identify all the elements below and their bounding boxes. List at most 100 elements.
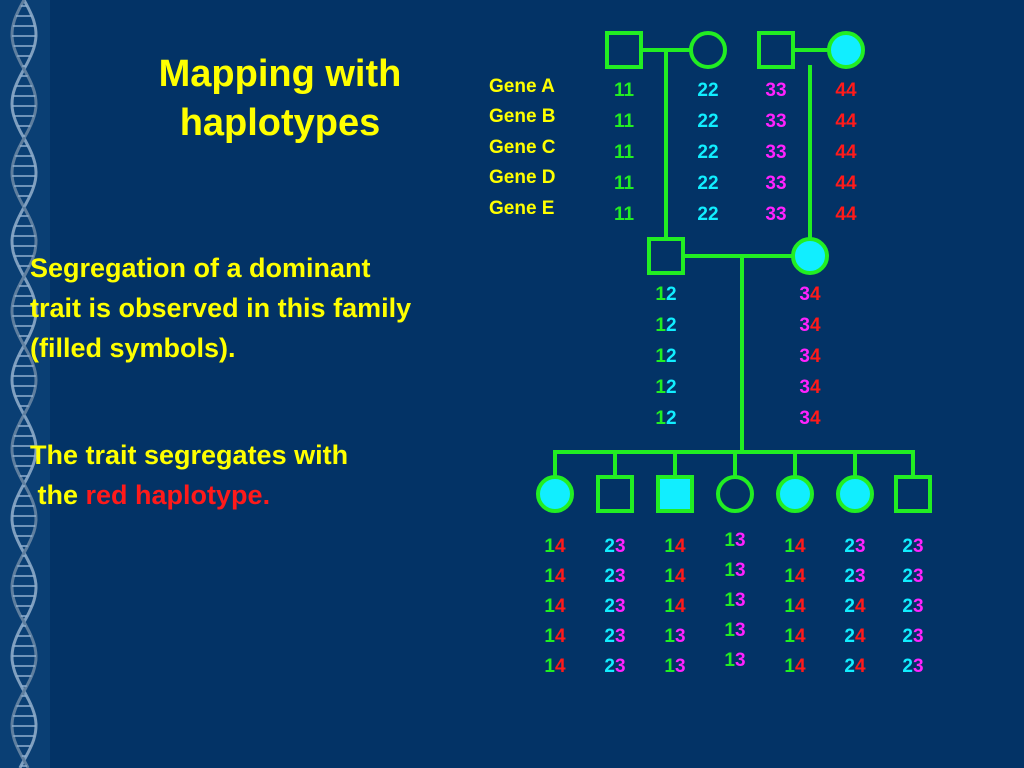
grandparent-2-allele-4: 22 xyxy=(697,204,718,225)
parent-2-allele-3: 34 xyxy=(799,377,821,398)
segregation-line-2: trait is observed in this family xyxy=(30,293,412,323)
child-3-allele-1: 14 xyxy=(664,566,686,587)
parent-1-allele-2: 12 xyxy=(655,346,676,367)
parent-1-male-symbol xyxy=(647,237,685,275)
grandparent-4-allele-4: 44 xyxy=(835,204,857,225)
parent-1-allele-0: 12 xyxy=(655,284,676,305)
child-4-allele-2: 13 xyxy=(724,590,745,611)
gene-label-b: Gene B xyxy=(489,106,556,127)
child-1-female-symbol xyxy=(536,475,574,513)
grandparent-1-allele-0: 11 xyxy=(614,80,635,101)
child-2-allele-4: 23 xyxy=(604,656,625,677)
grandparent-3-allele-4: 33 xyxy=(765,204,786,225)
child-6-allele-1: 23 xyxy=(844,566,865,587)
child-4-allele-3: 13 xyxy=(724,620,745,641)
child-5-allele-4: 14 xyxy=(784,656,806,677)
parent-2-allele-2: 34 xyxy=(799,346,821,367)
parent-2-female-symbol xyxy=(791,237,829,275)
child-5-allele-1: 14 xyxy=(784,566,806,587)
child-2-allele-0: 23 xyxy=(604,536,625,557)
segregation-line-3: (filled symbols). xyxy=(30,333,236,363)
parent-1-allele-4: 12 xyxy=(655,408,676,429)
child-1-allele-2: 14 xyxy=(544,596,566,617)
grandparent-2-allele-1: 22 xyxy=(697,111,718,132)
gene-label-e: Gene E xyxy=(489,198,555,219)
child-2-allele-3: 23 xyxy=(604,626,625,647)
child-7-allele-3: 23 xyxy=(902,626,923,647)
title-line-2: haplotypes xyxy=(179,102,381,145)
child-4-allele-1: 13 xyxy=(724,560,745,581)
child-3-allele-2: 14 xyxy=(664,596,686,617)
child-4-allele-0: 13 xyxy=(724,530,745,551)
parent-2-allele-1: 34 xyxy=(799,315,821,336)
child-6-allele-4: 24 xyxy=(844,656,866,677)
child-7-allele-2: 23 xyxy=(902,596,923,617)
slide-title: Mapping with haplotypes xyxy=(110,50,450,149)
grandparent-3-male-symbol xyxy=(757,31,795,69)
gene-label-a: Gene A xyxy=(489,76,555,97)
child-3-allele-3: 13 xyxy=(664,626,685,647)
conclusion-line-2: the red haplotype. xyxy=(30,475,530,515)
grandparent-2-allele-0: 22 xyxy=(697,80,718,101)
child-7-male-symbol xyxy=(894,475,932,513)
grandparent-4-allele-2: 44 xyxy=(835,142,857,163)
grandparent-4-allele-0: 44 xyxy=(835,80,857,101)
child-5-allele-0: 14 xyxy=(784,536,806,557)
grandparent-1-allele-4: 11 xyxy=(614,204,635,225)
grandparent-4-female-symbol xyxy=(827,31,865,69)
parent-2-allele-0: 34 xyxy=(799,284,821,305)
child-2-male-symbol xyxy=(596,475,634,513)
child-1-allele-4: 14 xyxy=(544,656,566,677)
grandparent-3-allele-1: 33 xyxy=(765,111,786,132)
dna-strand-a xyxy=(10,0,38,768)
child-6-allele-0: 23 xyxy=(844,536,865,557)
pedigree-lines xyxy=(553,48,915,479)
child-1-allele-0: 14 xyxy=(544,536,566,557)
grandparent-1-allele-1: 11 xyxy=(614,111,635,132)
pedigree-symbols xyxy=(536,31,932,513)
grandparent-2-allele-2: 22 xyxy=(697,142,718,163)
child-6-allele-2: 24 xyxy=(844,596,866,617)
red-haplotype-highlight: red haplotype xyxy=(85,480,263,510)
child-5-allele-2: 14 xyxy=(784,596,806,617)
segregation-line-1: Segregation of a dominant xyxy=(30,253,371,283)
child-7-allele-0: 23 xyxy=(902,536,923,557)
segregation-paragraph: Segregation of a dominant trait is obser… xyxy=(30,248,530,368)
child-1-allele-1: 14 xyxy=(544,566,566,587)
parent-1-allele-1: 12 xyxy=(655,315,676,336)
conclusion-paragraph: The trait segregates with the red haplot… xyxy=(30,435,530,515)
parent-2-allele-4: 34 xyxy=(799,408,821,429)
child-2-allele-2: 23 xyxy=(604,596,625,617)
conclusion-prefix: the xyxy=(37,480,79,510)
child-2-allele-1: 23 xyxy=(604,566,625,587)
grandparent-2-female-symbol xyxy=(689,31,727,69)
parent-1-allele-3: 12 xyxy=(655,377,676,398)
grandparent-3-allele-0: 33 xyxy=(765,80,786,101)
grandparent-4-allele-1: 44 xyxy=(835,111,857,132)
child-3-allele-4: 13 xyxy=(664,656,685,677)
grandparent-1-allele-3: 11 xyxy=(614,173,635,194)
child-3-male-symbol xyxy=(656,475,694,513)
grandparent-4-allele-3: 44 xyxy=(835,173,857,194)
conclusion-period: . xyxy=(262,480,271,510)
child-3-allele-0: 14 xyxy=(664,536,686,557)
grandparent-3-allele-3: 33 xyxy=(765,173,786,194)
child-6-female-symbol xyxy=(836,475,874,513)
grandparent-1-allele-2: 11 xyxy=(614,142,635,163)
child-7-allele-4: 23 xyxy=(902,656,923,677)
grandparent-1-male-symbol xyxy=(605,31,643,69)
child-6-allele-3: 24 xyxy=(844,626,866,647)
gene-label-d: Gene D xyxy=(489,167,556,188)
child-5-female-symbol xyxy=(776,475,814,513)
child-1-allele-3: 14 xyxy=(544,626,566,647)
dna-strand-b xyxy=(10,0,38,768)
conclusion-line-1: The trait segregates with xyxy=(30,440,349,470)
child-4-female-symbol xyxy=(716,475,754,513)
child-5-allele-3: 14 xyxy=(784,626,806,647)
child-4-allele-4: 13 xyxy=(724,650,745,671)
title-line-1: Mapping with xyxy=(158,53,402,95)
grandparent-3-allele-2: 33 xyxy=(765,142,786,163)
child-7-allele-1: 23 xyxy=(902,566,923,587)
